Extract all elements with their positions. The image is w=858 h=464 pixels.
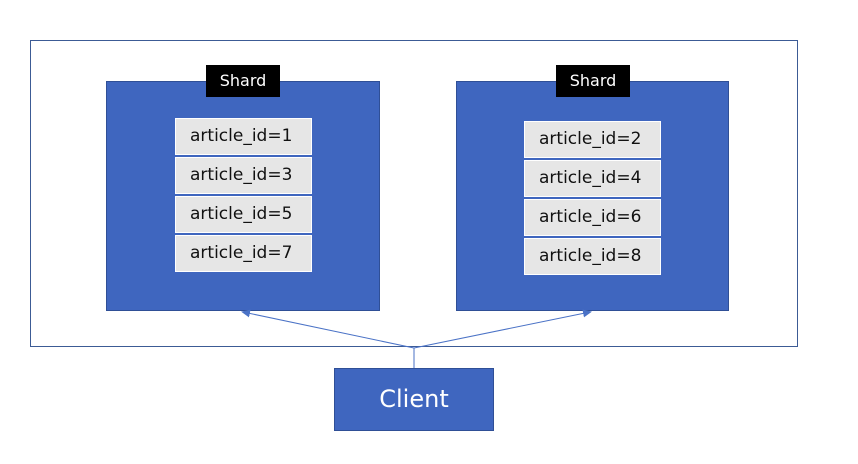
shard-row: article_id=7 (175, 235, 312, 272)
shard-2-rows: article_id=2 article_id=4 article_id=6 a… (524, 121, 661, 277)
shard-1-rows: article_id=1 article_id=3 article_id=5 a… (175, 118, 312, 274)
shard-row: article_id=3 (175, 157, 312, 194)
client-box[interactable]: Client (334, 368, 494, 431)
shard-row: article_id=2 (524, 121, 661, 158)
shard-row: article_id=1 (175, 118, 312, 155)
shard-row: article_id=8 (524, 238, 661, 275)
shard-label-2: Shard (556, 65, 630, 97)
shard-row: article_id=6 (524, 199, 661, 236)
shard-row: article_id=5 (175, 196, 312, 233)
shard-row: article_id=4 (524, 160, 661, 197)
shard-label-1: Shard (206, 65, 280, 97)
